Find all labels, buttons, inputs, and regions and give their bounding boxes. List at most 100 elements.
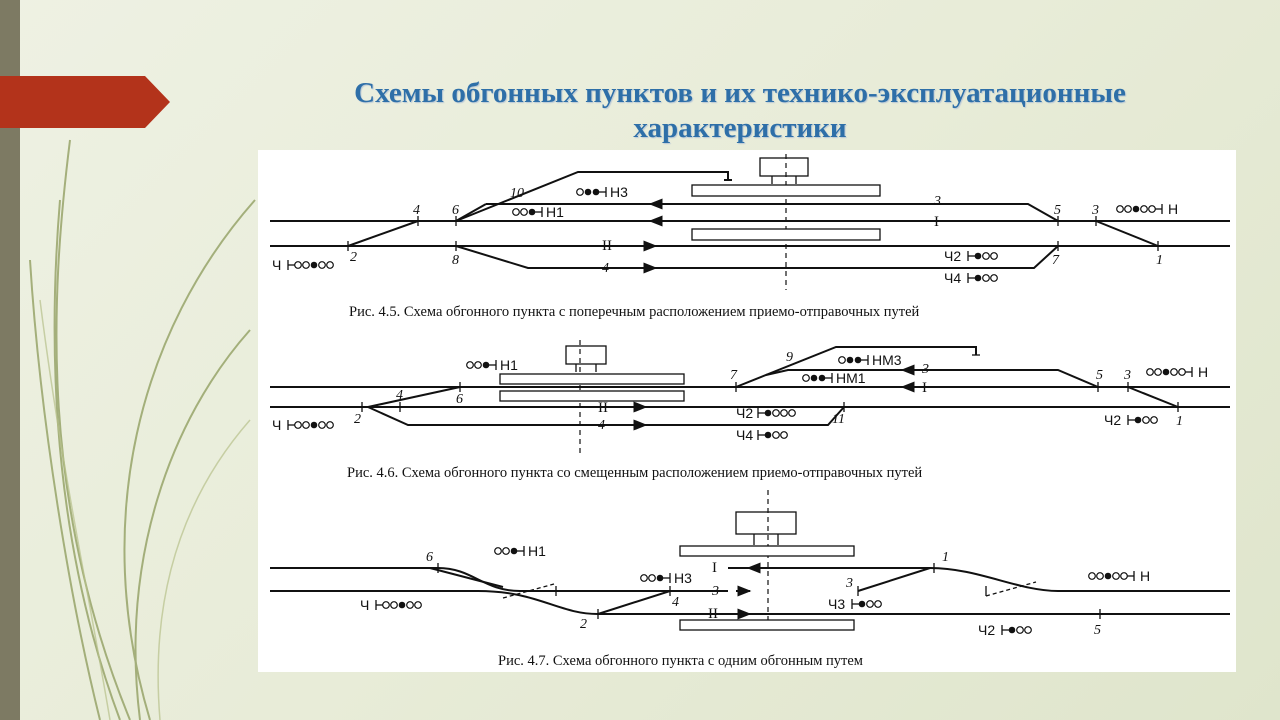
signal-hm3: НМ3	[838, 352, 902, 368]
signal-label: Ч2	[944, 248, 961, 264]
switch-number: 6	[426, 550, 433, 565]
signal-ch: Ч	[360, 597, 422, 613]
crossover-3	[857, 567, 931, 592]
track-label: I	[934, 214, 939, 230]
signal-ch2: Ч2	[978, 622, 1032, 638]
signal-label: Ч2	[978, 622, 995, 638]
track-label: 3	[711, 584, 719, 599]
signal-h1: Н1	[466, 357, 518, 373]
signal-h: Н	[1088, 568, 1150, 584]
track-label: II	[598, 400, 608, 416]
signal-ch3: Ч3	[828, 596, 882, 612]
track-label: 4	[598, 418, 605, 433]
switch-number: 8	[452, 253, 459, 268]
switch-number: 5	[1094, 623, 1101, 638]
signal-h3: Н3	[640, 570, 692, 586]
signal-label: Ч4	[736, 427, 753, 443]
figure-4-6: 9 7 4 6 2 11 5 3 1 3 I II 4 Н1	[270, 340, 1230, 481]
signal-label: Ч	[272, 417, 281, 433]
signal-label: Н3	[610, 184, 628, 200]
track-label: 3	[933, 194, 941, 209]
signal-h1: Н1	[512, 204, 564, 220]
switch-number: 2	[580, 617, 587, 632]
switch-number: 2	[354, 412, 361, 427]
decorative-grass-lines	[29, 139, 256, 720]
track-label: 4	[602, 261, 609, 276]
switch-number: 5	[1054, 203, 1061, 218]
signal-label: Ч	[360, 597, 369, 613]
switch-number: 3	[1123, 368, 1131, 383]
switch-number: 1	[1156, 253, 1163, 268]
main-track-i-west	[270, 567, 728, 592]
left-accent-bar	[0, 0, 20, 720]
track-label: I	[922, 380, 927, 396]
track-diagrams-svg: 10 4 6 5 3 2 8 7 1 3 I II 4 Н3	[270, 154, 1230, 669]
signal-label: Н	[1198, 364, 1208, 380]
signal-label: Н1	[528, 543, 546, 559]
switch-number: 1	[942, 550, 949, 565]
signal-h1: Н1	[494, 543, 546, 559]
track-3	[486, 203, 1059, 222]
siding-track	[455, 171, 729, 222]
switch-number: 11	[832, 412, 845, 427]
signal-h3: Н3	[576, 184, 628, 200]
signal-ch: Ч	[272, 417, 334, 433]
signal-ch2: Ч2	[944, 248, 998, 264]
platform	[679, 545, 855, 557]
signal-label: Ч	[272, 257, 281, 273]
switch-number: 6	[456, 392, 463, 407]
signal-h: Н	[1116, 201, 1178, 217]
platform	[691, 184, 881, 197]
signal-label: Н	[1140, 568, 1150, 584]
signal-h: Н	[1146, 364, 1208, 380]
switch-number: 10	[510, 186, 524, 201]
switch-number: 4	[672, 595, 679, 610]
track-diagrams-figure: 10 4 6 5 3 2 8 7 1 3 I II 4 Н3	[258, 150, 1236, 672]
figure-4-7: 6 1 3 4 2 5 I 3 II Н1 Н3	[270, 490, 1230, 669]
signal-ch4: Ч4	[944, 270, 998, 286]
track-label: II	[602, 238, 612, 254]
signal-label: Н1	[500, 357, 518, 373]
station-building	[735, 511, 797, 535]
switch-number: 9	[786, 350, 793, 365]
switch-number: 6	[452, 203, 459, 218]
switch-number: 3	[845, 576, 853, 591]
signal-ch2: Ч2	[736, 405, 796, 421]
station-building	[565, 345, 607, 365]
platform	[499, 390, 685, 402]
signal-ch2-east: Ч2	[1104, 412, 1158, 428]
signal-ch: Ч	[272, 257, 334, 273]
switch-number: 7	[730, 368, 738, 383]
switch-number: 5	[1096, 368, 1103, 383]
switch-number: 1	[1176, 414, 1183, 429]
title-accent-arrow	[0, 76, 170, 128]
track-4	[455, 245, 1059, 269]
switch-number: 4	[396, 388, 403, 403]
signal-label: Ч2	[736, 405, 753, 421]
signal-label: Н3	[674, 570, 692, 586]
signal-label: Ч3	[828, 596, 845, 612]
switch-number: 7	[1052, 253, 1060, 268]
figure-caption: Рис. 4.7. Схема обгонного пункта с одним…	[498, 653, 863, 669]
main-track-ii	[270, 590, 1230, 615]
signal-label: НМ1	[836, 370, 866, 386]
slide-title: Схемы обгонных пунктов и их технико-эксп…	[354, 77, 1126, 144]
platform	[691, 228, 881, 241]
track-label: 3	[921, 362, 929, 377]
track-label: I	[712, 560, 717, 576]
signal-label: Ч2	[1104, 412, 1121, 428]
switch-number: 3	[1091, 203, 1099, 218]
signal-ch4: Ч4	[736, 427, 788, 443]
switch-number: 2	[350, 250, 357, 265]
switch-number: 4	[413, 203, 420, 218]
track-label: II	[708, 606, 718, 622]
figure-4-5: 10 4 6 5 3 2 8 7 1 3 I II 4 Н3	[270, 154, 1230, 320]
platform	[499, 373, 685, 385]
figure-caption: Рис. 4.5. Схема обгонного пункта с попер…	[349, 304, 920, 320]
signal-label: Н	[1168, 201, 1178, 217]
platform	[679, 619, 855, 631]
siding-track	[735, 346, 977, 388]
figure-caption: Рис. 4.6. Схема обгонного пункта со смещ…	[347, 465, 922, 481]
main-track-i-east	[728, 567, 1230, 592]
signal-hm1: НМ1	[802, 370, 866, 386]
